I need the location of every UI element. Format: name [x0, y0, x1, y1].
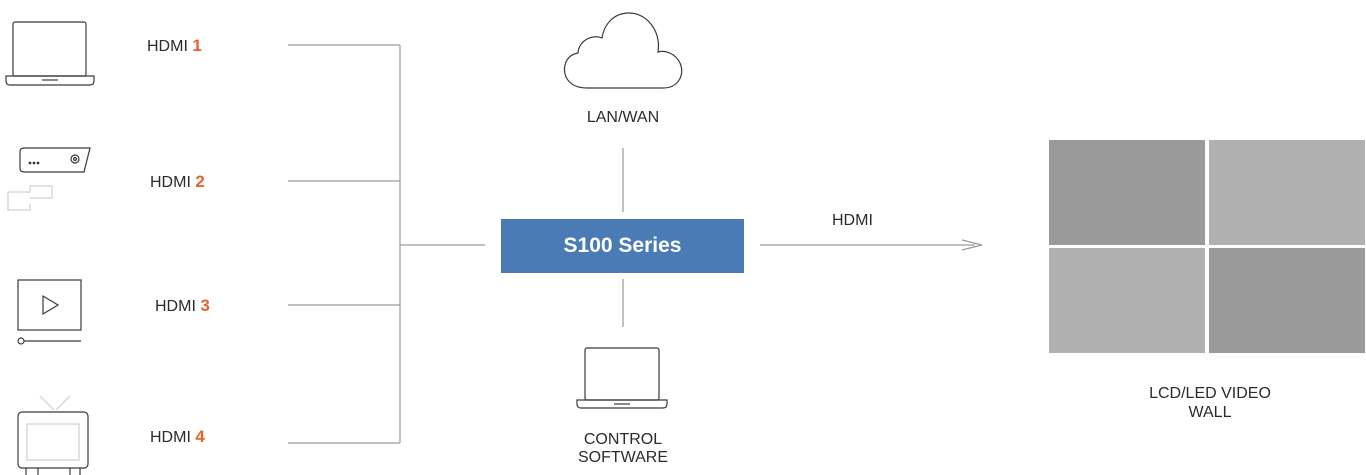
tv-icon: [17, 395, 89, 475]
hdmi-2-label: HDMI 2: [150, 172, 205, 192]
control-laptop-icon: [576, 347, 668, 409]
hdmi-2-text: HDMI: [150, 174, 191, 191]
hub-label: S100 Series: [563, 234, 682, 257]
video-wall-tile-1: [1049, 140, 1205, 245]
output-hdmi-label: HDMI: [832, 212, 873, 229]
display-label-line2: WALL: [1188, 404, 1232, 421]
network-label: LAN/WAN: [586, 109, 660, 126]
cloud-icon: [563, 12, 683, 89]
hdmi-1-text: HDMI: [147, 38, 188, 55]
video-wall-tile-4: [1209, 248, 1365, 353]
hdmi-3-number: 3: [200, 296, 210, 315]
hdmi-4-text: HDMI: [150, 429, 191, 446]
hdmi-1-label: HDMI 1: [147, 36, 202, 56]
hdmi-3-label: HDMI 3: [155, 296, 210, 316]
display-label: LCD/LED VIDEO WALL: [1110, 384, 1310, 422]
hdmi-3-text: HDMI: [155, 298, 196, 315]
video-wall: [1049, 140, 1365, 353]
hdmi-4-label: HDMI 4: [150, 427, 205, 447]
control-label-line2: SOFTWARE: [577, 449, 669, 466]
hdmi-1-number: 1: [192, 36, 202, 55]
control-label-line1: CONTROL: [583, 431, 663, 448]
output-arrowhead: [961, 239, 983, 251]
hub-box: S100 Series: [501, 219, 744, 273]
display-label-line1: LCD/LED VIDEO: [1149, 385, 1271, 402]
media-player-icon: [17, 279, 82, 345]
video-wall-tile-2: [1209, 140, 1365, 245]
projector-icon: [7, 147, 91, 211]
video-wall-tile-3: [1049, 248, 1205, 353]
hdmi-4-number: 4: [195, 427, 205, 446]
control-label: CONTROL SOFTWARE: [553, 431, 693, 467]
hdmi-2-number: 2: [195, 172, 205, 191]
laptop-icon: [5, 21, 95, 86]
